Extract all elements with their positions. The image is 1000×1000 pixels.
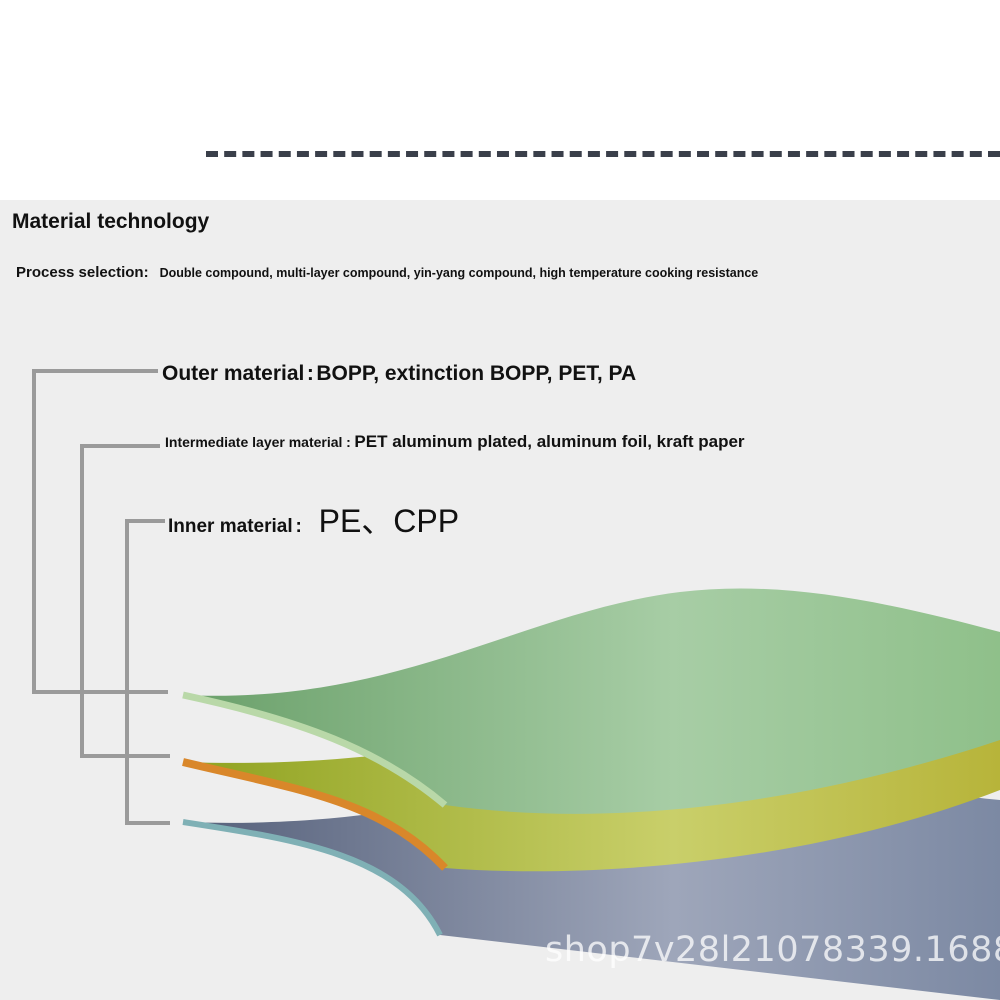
inner-material-label: Inner material — [168, 516, 293, 537]
inner-connector — [125, 519, 170, 825]
inner-colon: : — [295, 516, 302, 537]
connector-lines — [32, 369, 170, 825]
outer-material-label: Outer material — [162, 362, 305, 385]
inner-material-row: Inner material: PE、CPP — [168, 496, 459, 542]
inner-material-value: PE、CPP — [318, 503, 460, 539]
outer-colon: : — [306, 362, 314, 385]
process-value: Double compound, multi-layer compound, y… — [159, 266, 759, 280]
dashed-divider — [206, 151, 1000, 157]
intermediate-material-label: Intermediate layer material — [165, 434, 343, 450]
intermediate-colon: : — [346, 434, 351, 450]
intermediate-material-value: PET aluminum plated, aluminum foil, kraf… — [354, 432, 745, 451]
process-selection: Process selection: Double compound, multi… — [16, 264, 758, 281]
page-title: Material technology — [12, 210, 210, 233]
outer-material-value: BOPP, extinction BOPP, PET, PA — [316, 362, 637, 385]
watermark-text: shop7v28l21078339.1688 — [545, 930, 1000, 970]
top-white-area — [0, 0, 1000, 200]
intermediate-material-row: Intermediate layer material:PET aluminum… — [165, 432, 745, 452]
outer-material-row: Outer material:BOPP, extinction BOPP, PE… — [162, 362, 636, 386]
outer-layer-sheet — [182, 588, 1000, 814]
process-colon: : — [143, 264, 149, 281]
outer-connector — [32, 369, 168, 694]
process-label: Process selection — [16, 264, 144, 281]
